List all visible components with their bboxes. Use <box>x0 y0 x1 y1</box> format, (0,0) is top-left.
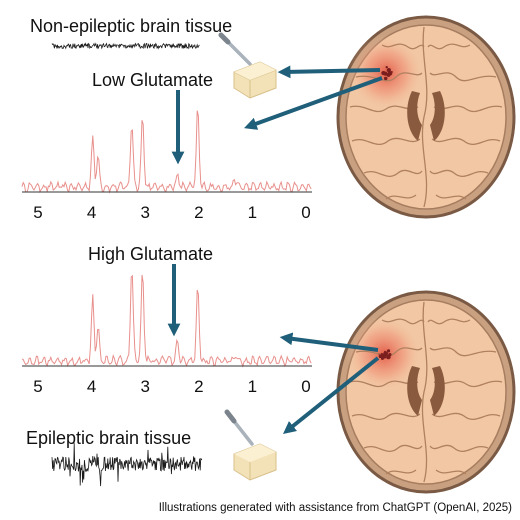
gyrus-line <box>429 347 497 357</box>
arrows <box>167 65 383 434</box>
low-glutamate-label: Low Glutamate <box>92 70 213 90</box>
spectrum-line-high <box>21 274 312 368</box>
ppm-axis-top: 5 4 3 2 1 0 <box>33 203 310 222</box>
gyrus-line <box>381 318 425 325</box>
gyrus-line <box>427 43 471 50</box>
ppm-tick-label: 1 <box>248 203 257 222</box>
eeg-waveform <box>51 42 200 50</box>
ppm-tick-label: 2 <box>194 203 203 222</box>
ppm-tick-label: 4 <box>87 203 96 222</box>
needle-hub <box>218 32 231 45</box>
gyrus-line <box>435 469 467 475</box>
gyrus-line <box>363 444 423 453</box>
bottom-tissue-label: Epileptic brain tissue <box>26 428 191 448</box>
tissue-sample-icon <box>233 61 277 99</box>
gyrus-line <box>435 194 467 200</box>
gyrus-line <box>429 72 497 82</box>
tissue-sample-bottom <box>224 409 277 481</box>
ventricle-left <box>407 91 422 141</box>
ppm-tick-label: 1 <box>248 377 257 396</box>
gyrus-line <box>385 194 417 200</box>
gyrus-line <box>381 43 425 50</box>
ppm-tick-label: 0 <box>301 377 310 396</box>
gyrus-line <box>429 444 489 453</box>
top-tissue-label: Non-epileptic brain tissue <box>30 16 232 36</box>
ppm-tick-label: 3 <box>140 203 149 222</box>
spectrum-high-glutamate: 5 4 3 2 1 0 <box>21 274 312 396</box>
ppm-tick-label: 4 <box>87 377 96 396</box>
gyrus-line <box>355 72 423 82</box>
brain-axial-slice-icon <box>336 290 516 494</box>
arrow-lesion-to-sample-top <box>277 65 381 79</box>
needle-hub <box>224 409 237 424</box>
ventricle-right <box>430 366 445 416</box>
ppm-tick-label: 3 <box>140 377 149 396</box>
ventricle-left <box>407 366 422 416</box>
tissue-sample-top <box>218 32 277 99</box>
gyrus-line <box>363 169 423 178</box>
credit-text: Illustrations generated with assistance … <box>159 502 512 514</box>
gyrus-line <box>355 347 423 357</box>
gyrus-line <box>431 412 501 421</box>
eeg-waveform <box>51 443 203 487</box>
arrow-lesion-to-spectrum-bottom <box>279 332 379 352</box>
ppm-tick-label: 5 <box>33 377 42 396</box>
ppm-tick-label: 0 <box>301 203 310 222</box>
gyrus-line <box>429 169 489 178</box>
tissue-sample-icon <box>233 443 277 481</box>
eeg-trace-non-epileptic <box>51 42 200 50</box>
arrow-lesion-to-spectrum-top <box>243 76 383 130</box>
gyrus-line <box>351 412 421 421</box>
lesion-icon <box>378 349 392 360</box>
ppm-tick-label: 2 <box>194 377 203 396</box>
gyrus-line <box>421 301 428 483</box>
gyrus-line <box>421 26 428 208</box>
gyrus-line <box>385 469 417 475</box>
ventricle-right <box>430 91 445 141</box>
arrow-lesion-to-sample-bottom <box>283 356 380 434</box>
eeg-trace-epileptic <box>51 443 203 487</box>
lesion-icon <box>381 65 393 81</box>
gyrus-line <box>431 137 501 146</box>
spectrum-low-glutamate: 5 4 3 2 1 0 <box>21 110 312 222</box>
spectrum-line-low <box>21 110 312 194</box>
gyrus-line <box>427 318 471 325</box>
gyrus-line <box>351 137 421 146</box>
high-glutamate-label: High Glutamate <box>88 244 213 264</box>
ppm-axis-bottom: 5 4 3 2 1 0 <box>33 377 310 396</box>
brain-axial-slice-icon <box>336 15 516 219</box>
ppm-tick-label: 5 <box>33 203 42 222</box>
